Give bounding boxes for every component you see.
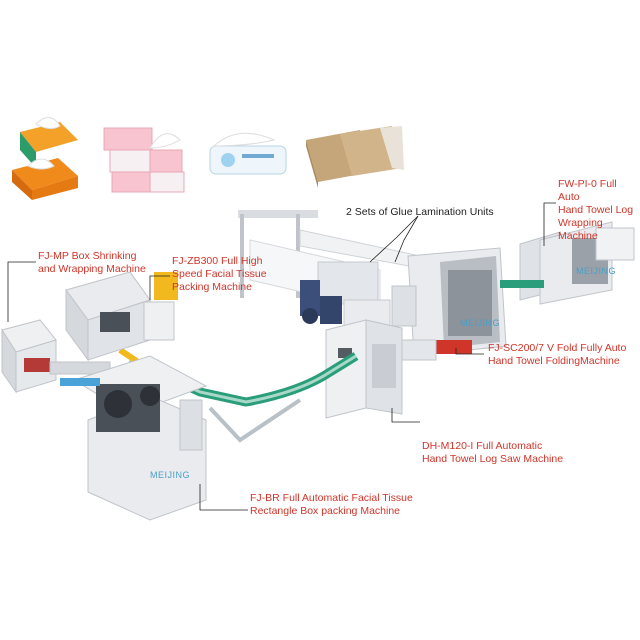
label-glue-units: 2 Sets of Glue Lamination Units xyxy=(346,206,494,218)
brand-logo-3: MEIJING xyxy=(150,470,191,480)
box-packing-machine xyxy=(60,355,208,521)
label-fj-zb300: FJ-ZB300 Full High Speed Facial Tissue P… xyxy=(172,255,267,293)
label-fj-mp: FJ-MP Box Shrinking and Wrapping Machine xyxy=(38,250,146,275)
orange-tissue-box-icon xyxy=(12,117,78,200)
box-shrinking-machine xyxy=(1,319,111,394)
leader-lines xyxy=(7,202,556,511)
pink-tissue-pack-icon xyxy=(103,127,185,193)
brand-logo-2: MEIJING xyxy=(576,266,617,276)
brand-logo-1: MEIJING xyxy=(460,318,501,328)
label-fj-sc200: FJ-SC200/7 V Fold Fully Auto Hand Towel … xyxy=(488,342,627,367)
facial-tissue-packing-machine xyxy=(65,271,178,362)
log-saw-machine xyxy=(325,319,437,419)
label-dh-m120: DH-M120-I Full Automatic Hand Towel Log … xyxy=(422,440,564,465)
brown-paper-towel-icon xyxy=(306,126,404,188)
log-wrapping-machine xyxy=(500,221,635,305)
soft-tissue-pack-icon xyxy=(209,132,287,175)
hand-towel-folding-machine xyxy=(391,247,507,357)
label-fw-pi: FW-PI-0 Full Auto Hand Towel Log Wrappin… xyxy=(558,178,634,242)
label-fj-br: FJ-BR Full Automatic Facial Tissue Recta… xyxy=(250,492,413,517)
